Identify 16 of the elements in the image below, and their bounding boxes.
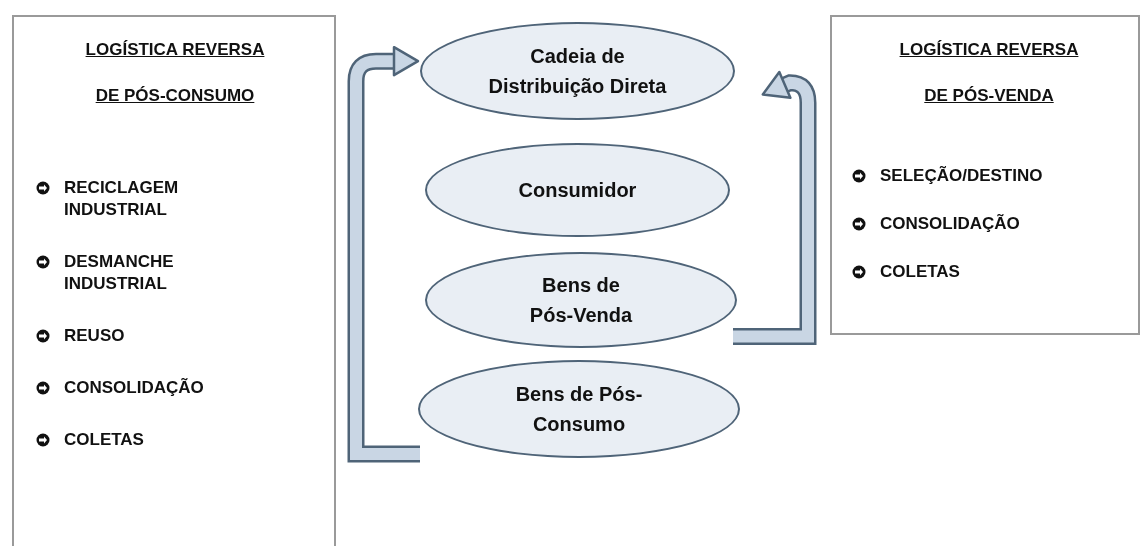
panel-heading: LOGÍSTICA REVERSA DE PÓS-VENDA [898,39,1080,107]
list-item: SELEÇÃO/DESTINO [880,165,1043,187]
list-item: CONSOLIDAÇÃO [64,377,204,399]
node-label: Bens de Pós-Consumo [514,382,644,437]
list-item: COLETAS [880,261,960,283]
node-label: Cadeia de Distribuição Direta [487,44,668,99]
text-panel [830,15,1140,335]
node-label: Consumidor [518,178,637,203]
panel-heading: LOGÍSTICA REVERSA DE PÓS-CONSUMO [84,39,266,107]
list-item: CONSOLIDAÇÃO [880,213,1020,235]
list-item: RECICLAGEM INDUSTRIAL [64,177,180,221]
text-panel [12,15,336,546]
list-item: DESMANCHE INDUSTRIAL [64,251,175,295]
node-label: Bens de Pós-Venda [528,273,634,328]
list-item: COLETAS [64,429,144,451]
list-item: REUSO [64,325,125,347]
